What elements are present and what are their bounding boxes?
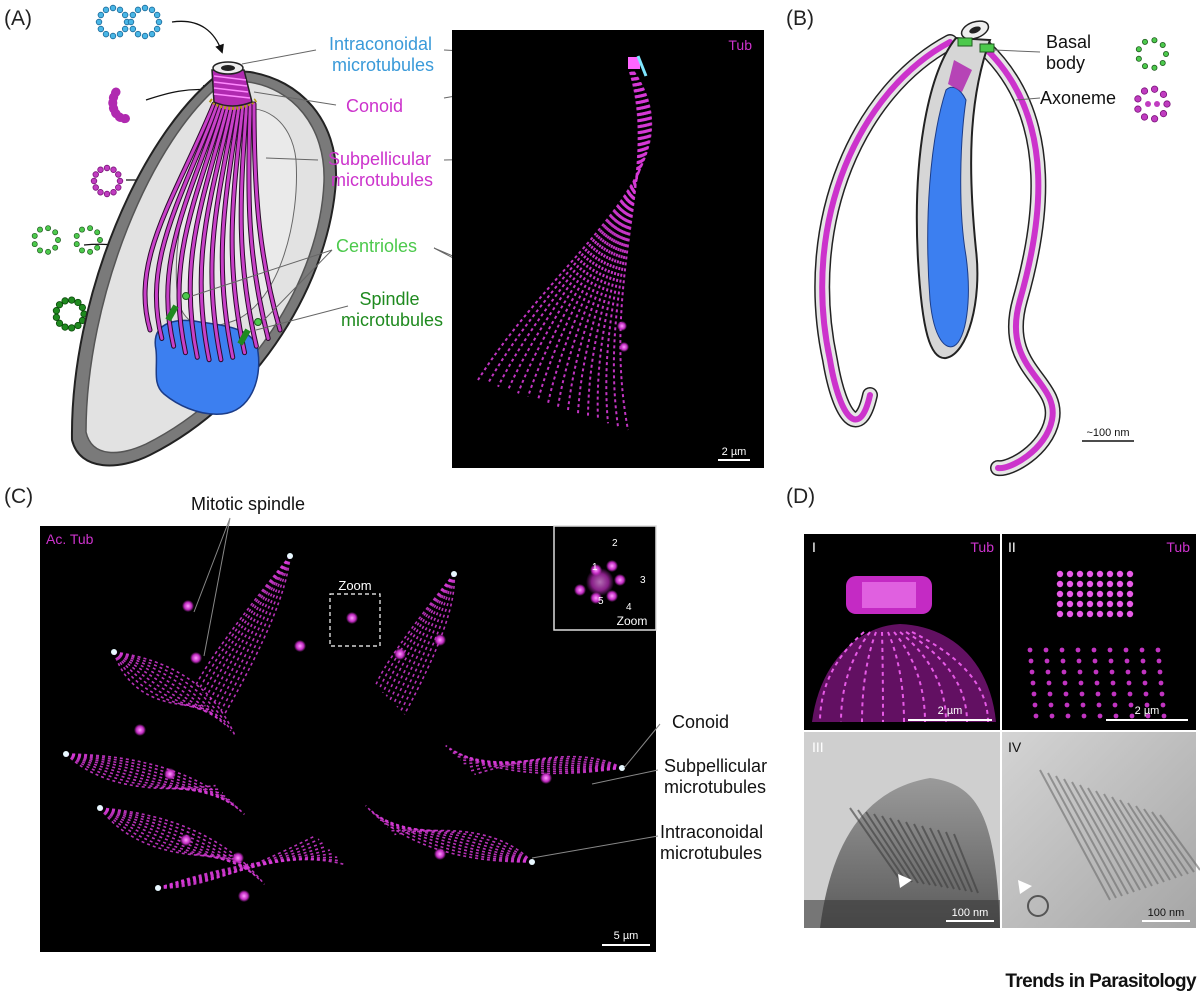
panel-letter-a: (A) bbox=[4, 7, 32, 30]
basal-body bbox=[979, 43, 995, 53]
scale-bar-label: 2 µm bbox=[722, 446, 747, 458]
arrowhead-icon bbox=[1018, 880, 1032, 894]
basal-body bbox=[957, 37, 973, 47]
panel-a: (A) bbox=[4, 4, 764, 468]
scale-bar-label: 5 µm bbox=[614, 930, 639, 942]
label-spindle-microtubules: Spindle microtubules bbox=[341, 289, 443, 330]
arrowhead-icon bbox=[898, 874, 912, 888]
axoneme bbox=[982, 45, 1056, 472]
basal-body-cross-section-icon bbox=[1135, 37, 1170, 71]
label-conoid: Conoid bbox=[672, 712, 729, 732]
label-subpellicular-microtubules: Subpellicular microtubules bbox=[328, 149, 436, 190]
subpanel-label: IV bbox=[1008, 739, 1022, 755]
sperm-like-gamete-schematic bbox=[814, 20, 1061, 477]
axoneme bbox=[819, 39, 953, 423]
channel-label: Tub bbox=[1166, 539, 1190, 555]
scale-bar-label: 2 µm bbox=[938, 705, 963, 717]
subpanel-d-iv: IV 100 nm bbox=[1002, 732, 1200, 928]
subpanel-label: I bbox=[812, 539, 816, 555]
label-intraconoidal-microtubules: Intraconoidal microtubules bbox=[329, 34, 437, 75]
panel-letter-d: (D) bbox=[786, 485, 815, 508]
spindle-cross-section-icon bbox=[52, 296, 88, 332]
nucleus bbox=[927, 86, 969, 348]
label-conoid: Conoid bbox=[346, 96, 403, 116]
channel-label: Ac. Tub bbox=[46, 531, 94, 547]
centriole-pair-icon bbox=[31, 225, 103, 255]
axoneme-cross-section-icon bbox=[1134, 85, 1171, 123]
spindle-microtubules bbox=[237, 328, 251, 346]
label-mitotic-spindle: Mitotic spindle bbox=[191, 494, 305, 514]
scale-bar-label: ~100 nm bbox=[1086, 427, 1129, 439]
scale-bar-label: 100 nm bbox=[1148, 907, 1185, 919]
zoom-inset: 1 2 3 4 5 Zoom bbox=[553, 525, 657, 631]
label-centrioles: Centrioles bbox=[336, 236, 417, 256]
panel-letter-b: (B) bbox=[786, 7, 814, 30]
apicomplexan-cell-schematic bbox=[70, 61, 338, 467]
intraconoidal-cross-section-icon bbox=[95, 4, 163, 40]
spindle-microtubules bbox=[165, 304, 179, 322]
scale-bar-label: 100 nm bbox=[952, 907, 989, 919]
label-basal-body: Basal body bbox=[1046, 32, 1096, 73]
inset-number: 4 bbox=[626, 602, 632, 613]
label-axoneme: Axoneme bbox=[1040, 88, 1116, 108]
subpanel-d-ii: II Tub 2 µm bbox=[1002, 534, 1196, 730]
arrow-icon bbox=[171, 20, 224, 54]
inset-zoom-label: Zoom bbox=[617, 614, 648, 628]
subpellicular-cross-section-icon bbox=[90, 164, 124, 198]
scale-bar-label: 2 µm bbox=[1135, 705, 1160, 717]
zoom-box-label: Zoom bbox=[338, 578, 371, 593]
panel-c: (C) Ac. Tub Zoom 1 2 3 4 5 Zoom bbox=[4, 485, 772, 952]
subpanel-label: III bbox=[812, 739, 824, 755]
centriole bbox=[182, 292, 190, 300]
conoid-cross-section-icon bbox=[108, 87, 133, 123]
label-intraconoidal-microtubules: Intraconoidal microtubules bbox=[660, 822, 768, 863]
zoom-region-box bbox=[329, 593, 381, 647]
panel-letter-c: (C) bbox=[4, 485, 33, 508]
label-subpellicular-microtubules: Subpellicular microtubules bbox=[664, 756, 772, 797]
panel-b: (B) Basal body Axoneme bbox=[786, 7, 1171, 477]
centriole bbox=[254, 318, 262, 326]
channel-label: Tub bbox=[728, 37, 752, 53]
inset-number: 5 bbox=[598, 596, 604, 607]
subpanel-d-iii: III 100 nm bbox=[804, 732, 1000, 928]
inset-number: 3 bbox=[640, 575, 646, 586]
tubulin-expansion-microscopy-image: Tub 2 µm bbox=[452, 30, 764, 468]
channel-label: Tub bbox=[970, 539, 994, 555]
subpanel-label: II bbox=[1008, 539, 1016, 555]
subpanel-d-i: I Tub 2 µm bbox=[804, 534, 1000, 730]
panel-d: (D) I Tub 2 µm II Tub 2 µm bbox=[786, 485, 1200, 928]
inset-number: 2 bbox=[612, 538, 618, 549]
journal-footer: Trends in Parasitology bbox=[1005, 971, 1197, 992]
inset-number: 1 bbox=[592, 562, 598, 573]
